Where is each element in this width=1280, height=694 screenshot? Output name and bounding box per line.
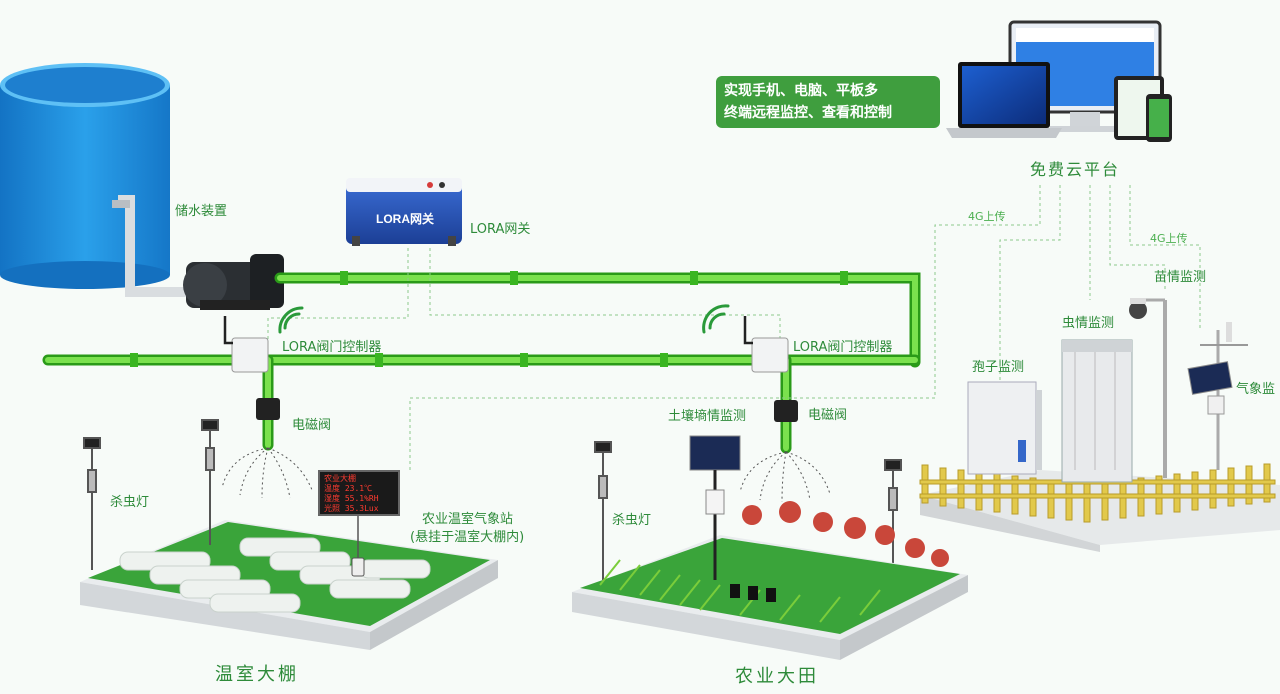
- solenoid-valve-icon: [256, 398, 798, 422]
- hanging-sensor-icon: [351, 557, 365, 577]
- led-title: 农业大棚: [324, 474, 356, 483]
- label-water-storage: 储水装置: [175, 204, 228, 219]
- label-field-title: 农业大田: [735, 666, 819, 687]
- pipe-joints: [130, 271, 848, 367]
- label-greenhouse-station-1: 农业温室气象站: [422, 512, 514, 527]
- trees-icon: [742, 501, 949, 567]
- pump-icon: [183, 254, 284, 310]
- crop-rows: [599, 559, 881, 623]
- water-tank-icon: [0, 63, 190, 297]
- label-greenhouse-title: 温室大棚: [215, 664, 299, 685]
- monitor-station-platform: [920, 470, 1280, 552]
- led-row-temperature: 温度 23.1℃: [324, 484, 373, 493]
- laptop-icon: [946, 62, 1062, 138]
- camera-pole-icon: [1129, 298, 1167, 478]
- label-seedling-monitor: 苗情监测: [1154, 270, 1207, 285]
- label-weather-monitor: 气象监: [1236, 382, 1276, 397]
- gateway-device-text: LORA网关: [376, 212, 434, 226]
- spore-monitor-icon: [967, 381, 1042, 475]
- weather-station-icon: [1187, 322, 1248, 470]
- banner-line-2: 终端远程监控、查看和控制: [724, 105, 892, 121]
- phone-icon: [1146, 94, 1172, 142]
- label-insect-lamp-1: 杀虫灯: [110, 495, 150, 510]
- label-4g-upload-1: 4G上传: [968, 210, 1006, 223]
- pest-monitor-icon: [1061, 339, 1133, 483]
- valve-controller-icon: [223, 316, 789, 373]
- banner-line-1: 实现手机、电脑、平板多: [724, 83, 878, 99]
- label-pest-monitor: 虫情监测: [1062, 316, 1115, 331]
- signal-lines: [267, 185, 1201, 470]
- led-row-light: 光照 35.3Lux: [324, 504, 379, 513]
- greenhouse-icon: [119, 537, 431, 613]
- lora-gateway-icon: [346, 178, 462, 246]
- label-soil-monitor: 土壤墒情监测: [668, 409, 747, 424]
- remote-control-banner: 实现手机、电脑、平板多 终端远程监控、查看和控制: [716, 76, 940, 128]
- led-row-humidity: 湿度 55.1%RH: [324, 494, 379, 503]
- label-insect-lamp-2: 杀虫灯: [612, 513, 652, 528]
- soil-monitor-icon: [689, 435, 776, 602]
- label-4g-upload-2: 4G上传: [1150, 232, 1188, 245]
- sprinkler-icon: [221, 447, 831, 503]
- label-solenoid-valve-2: 电磁阀: [808, 408, 848, 423]
- label-spore-monitor: 孢子监测: [972, 360, 1025, 375]
- label-cloud-platform: 免费云平台: [1030, 160, 1121, 179]
- label-valve-controller-2: LORA阀门控制器: [793, 340, 893, 355]
- label-greenhouse-station-2: (悬挂于温室大棚内): [410, 530, 525, 545]
- label-solenoid-valve-1: 电磁阀: [292, 418, 332, 433]
- wifi-signal-icon: [278, 304, 730, 334]
- greenhouse-platform: [80, 520, 498, 650]
- label-lora-gateway: LORA网关: [470, 222, 531, 237]
- label-valve-controller-1: LORA阀门控制器: [282, 340, 382, 355]
- greenhouse-led-screen: 农业大棚 温度 23.1℃ 湿度 55.1%RH 光照 35.3Lux: [318, 470, 400, 516]
